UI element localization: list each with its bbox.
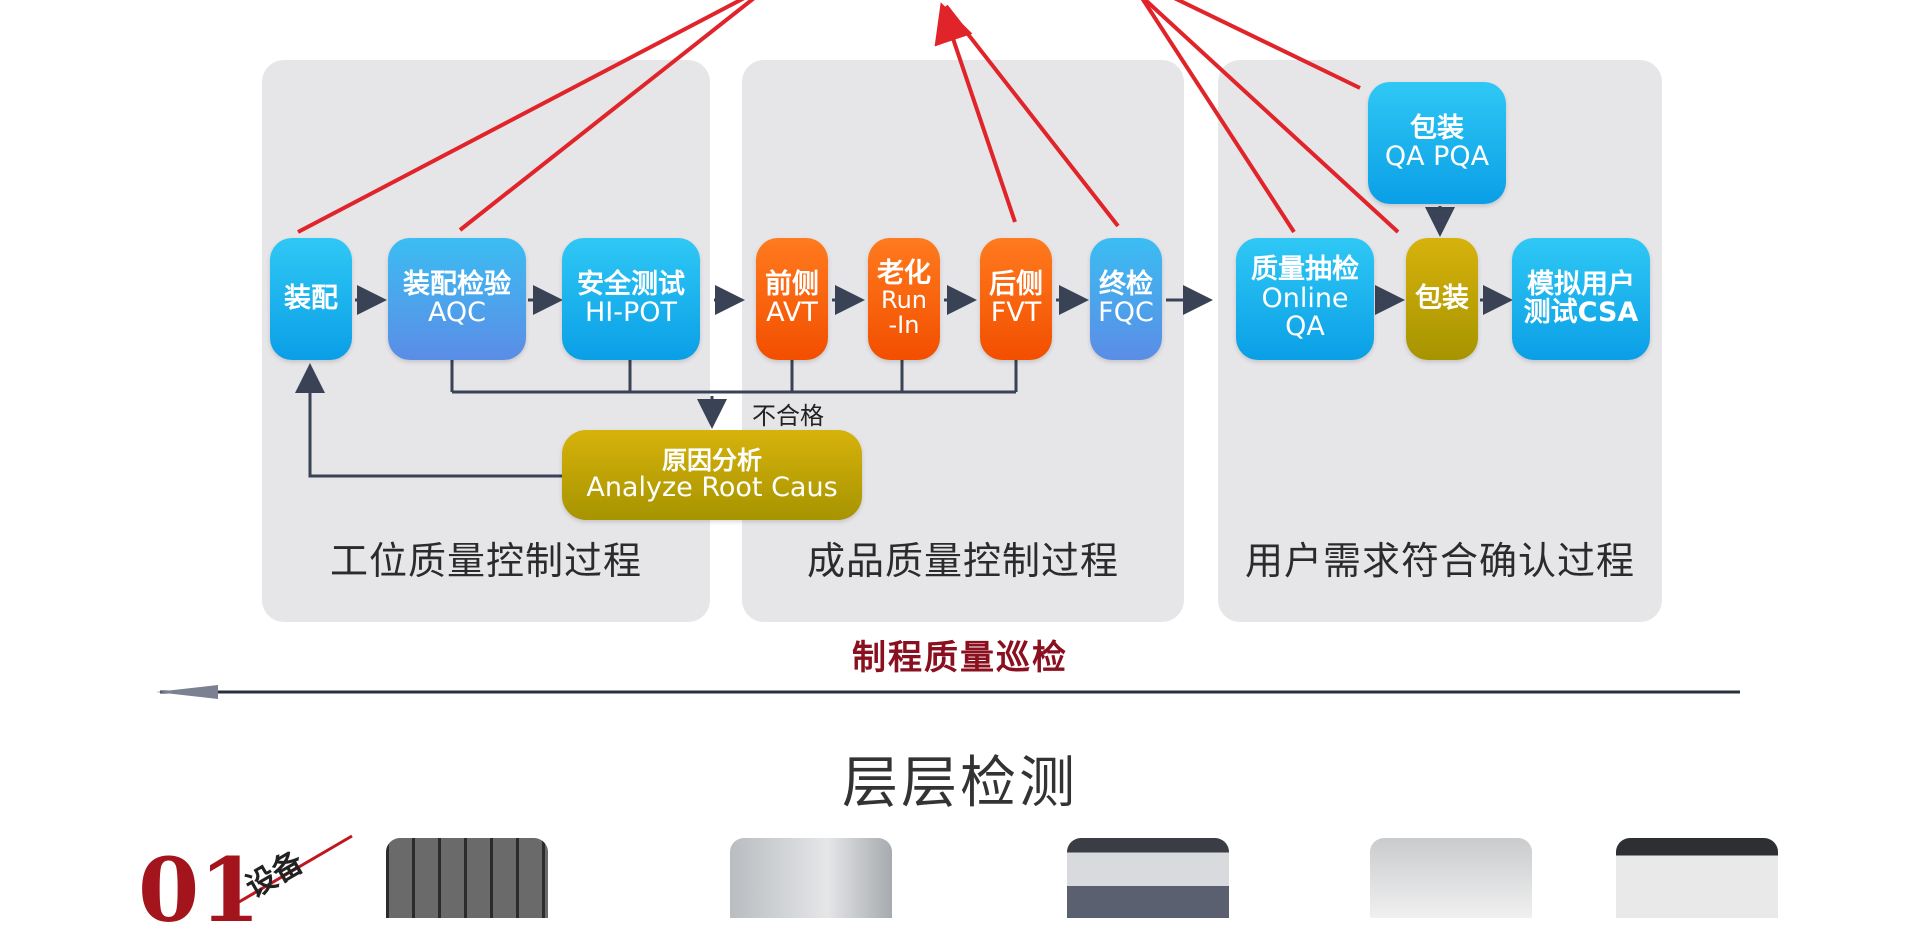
node-runin: 老化 Run -In: [868, 238, 940, 360]
node-text: QA: [1285, 311, 1325, 343]
node-aqc: 装配检验 AQC: [388, 238, 526, 360]
node-text: FQC: [1098, 297, 1154, 328]
node-text: 后侧: [989, 268, 1043, 300]
node-text: 安全测试: [577, 268, 685, 300]
panel-label: 成品质量控制过程: [806, 539, 1119, 583]
node-text: FVT: [990, 297, 1042, 328]
node-text: AQC: [427, 297, 487, 328]
node-text: Run: [880, 285, 928, 314]
node-rootcause: 原因分析 Analyze Root Caus: [562, 430, 862, 520]
node-text: -In: [888, 311, 920, 340]
patrol-caption: 制程质量巡检: [852, 638, 1068, 678]
panel-label: 工位质量控制过程: [329, 539, 642, 583]
node-text: 老化: [877, 257, 931, 289]
equipment-photo: [1616, 838, 1778, 918]
panel-label: 用户需求符合确认过程: [1244, 539, 1635, 583]
node-text: HI-POT: [584, 297, 678, 328]
node-text: Online: [1261, 282, 1349, 314]
node-fqc: 终检 FQC: [1090, 238, 1162, 360]
node-csa: 模拟用户 测试CSA: [1512, 238, 1650, 360]
node-text: 前侧: [765, 268, 819, 300]
node-text: 包装: [1410, 112, 1464, 144]
node-hipot: 安全测试 HI-POT: [562, 238, 700, 360]
badge-number: 01: [138, 838, 261, 942]
equipment-photo: [1067, 838, 1229, 918]
node-text: Analyze Root Caus: [586, 471, 838, 503]
node-text: 质量抽检: [1251, 254, 1359, 286]
node-text: 装配: [284, 282, 338, 314]
node-text: 终检: [1099, 268, 1153, 300]
node-text: QA PQA: [1384, 141, 1490, 172]
node-text: 装配检验: [403, 268, 511, 300]
reject-label: 不合格: [752, 402, 824, 430]
node-packqa: 包装 QA PQA: [1368, 82, 1506, 204]
node-text: 原因分析: [661, 445, 762, 475]
section-title: 层层检测: [842, 751, 1078, 816]
node-avt: 前侧 AVT: [756, 238, 828, 360]
node-text: 包装: [1415, 282, 1469, 314]
equipment-photo: [1370, 838, 1532, 918]
equipment-photo: [386, 838, 548, 918]
node-assembly: 装配: [270, 238, 352, 360]
node-text: 测试CSA: [1523, 297, 1639, 328]
node-fvt: 后侧 FVT: [980, 238, 1052, 360]
equipment-photo: [730, 838, 892, 918]
node-text: 模拟用户: [1527, 268, 1635, 300]
node-text: AVT: [766, 297, 818, 328]
node-onlineqa: 质量抽检 Online QA: [1236, 238, 1374, 360]
node-packing: 包装: [1406, 238, 1478, 360]
